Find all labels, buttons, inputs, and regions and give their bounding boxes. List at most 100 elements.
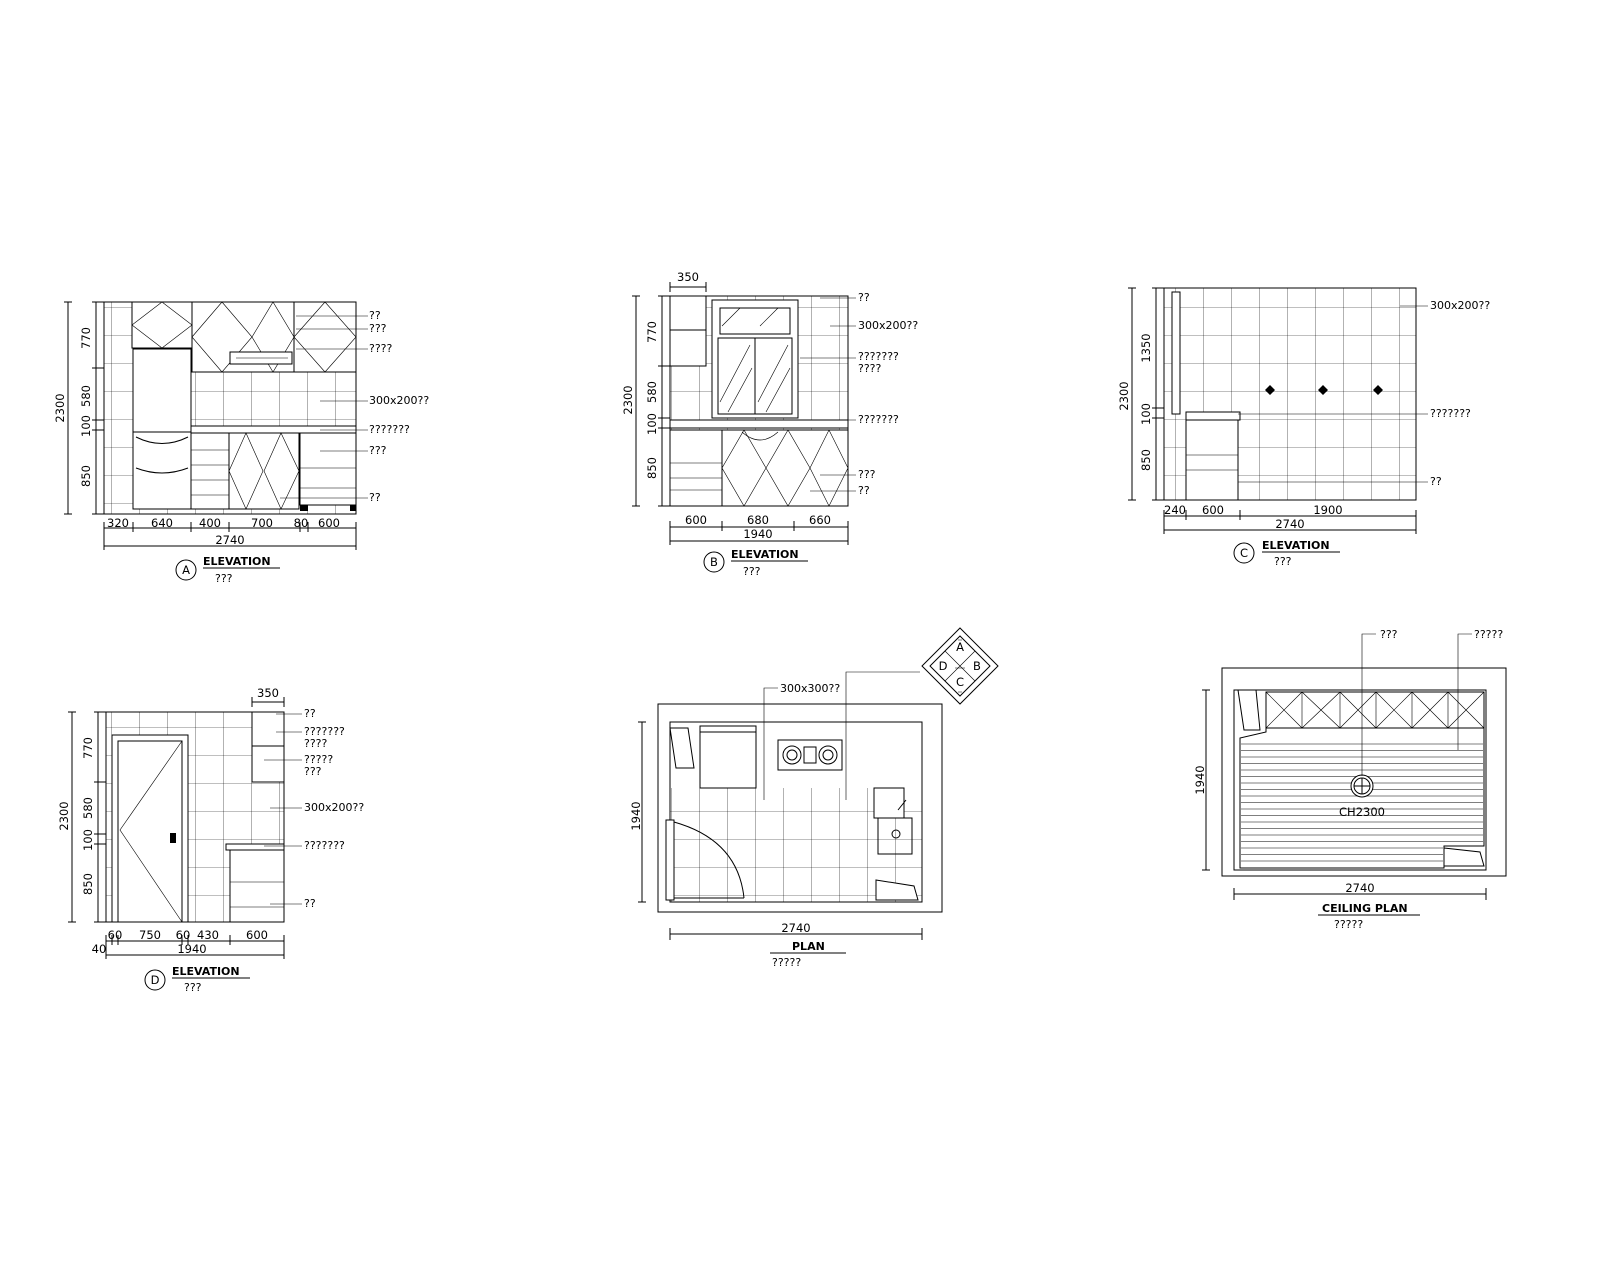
c-dim-240: 240 bbox=[1164, 503, 1186, 517]
c-dim-600: 600 bbox=[1202, 503, 1224, 517]
c-dim-1900: 1900 bbox=[1313, 503, 1342, 517]
a-dim-770: 770 bbox=[79, 327, 93, 349]
a-note-2: ??? bbox=[369, 322, 387, 335]
b-dim-1940: 1940 bbox=[743, 527, 772, 541]
c-marker-letter: C bbox=[1240, 546, 1248, 560]
a-dim-700: 700 bbox=[251, 516, 273, 530]
b-subtitle: ??? bbox=[743, 565, 761, 578]
a-marker-circle bbox=[175, 559, 197, 581]
d-dim-850: 850 bbox=[81, 873, 95, 895]
c-dim-100: 100 bbox=[1139, 403, 1153, 425]
d-dim-430: 430 bbox=[197, 928, 219, 942]
d-note-6: 300x200?? bbox=[304, 801, 364, 814]
b-title: ELEVATION bbox=[731, 548, 799, 561]
floor-plan: A B C D 300x300?? 1940 2740 PLAN ????? bbox=[629, 627, 999, 969]
d-dim-1940: 1940 bbox=[177, 942, 206, 956]
c-dim-2300: 2300 bbox=[1117, 381, 1131, 410]
b-dim-850: 850 bbox=[645, 457, 659, 479]
d-note-7: ??????? bbox=[304, 839, 345, 852]
a-marker-letter: A bbox=[182, 563, 190, 577]
b-dim-660: 660 bbox=[809, 513, 831, 527]
d-dim-750: 750 bbox=[139, 928, 161, 942]
a-dim-580: 580 bbox=[79, 385, 93, 407]
d-note-1: ?? bbox=[304, 707, 316, 720]
b-marker-circle bbox=[703, 551, 725, 573]
d-dim-100: 100 bbox=[81, 829, 95, 851]
ceiling-height-label: CH2300 bbox=[1339, 805, 1385, 819]
b-note-6: ??? bbox=[858, 468, 876, 481]
a-dim-2740: 2740 bbox=[215, 533, 244, 547]
a-note-5: ??????? bbox=[369, 423, 410, 436]
ceiling-note-2: ????? bbox=[1474, 628, 1503, 641]
c-note-3: ?? bbox=[1430, 475, 1442, 488]
b-note-5: ??????? bbox=[858, 413, 899, 426]
elevation-b: 770 580 100 850 2300 350 600 680 660 194… bbox=[621, 270, 918, 578]
b-note-3: ??????? bbox=[858, 350, 899, 363]
a-dim-100: 100 bbox=[79, 415, 93, 437]
a-dim-850: 850 bbox=[79, 465, 93, 487]
c-title: ELEVATION bbox=[1262, 539, 1330, 552]
a-title: ELEVATION bbox=[203, 555, 271, 568]
c-subtitle: ??? bbox=[1274, 555, 1292, 568]
b-note-1: ?? bbox=[858, 291, 870, 304]
ceiling-dim-1940: 1940 bbox=[1193, 765, 1207, 794]
d-marker-circle bbox=[144, 969, 166, 991]
compass-b: B bbox=[973, 659, 981, 673]
plan-title: PLAN bbox=[792, 940, 825, 953]
b-dim-2300: 2300 bbox=[621, 385, 635, 414]
c-note-2: ??????? bbox=[1430, 407, 1471, 420]
d-dim-40: 40 bbox=[92, 942, 107, 956]
c-marker-circle bbox=[1233, 542, 1255, 564]
c-dim-850: 850 bbox=[1139, 449, 1153, 471]
b-dim-770: 770 bbox=[645, 321, 659, 343]
elevation-c: 1350 100 850 2300 240 600 1900 2740 300x… bbox=[1117, 287, 1490, 568]
ceiling-plan: CH2300 ??? ????? 1940 2740 CEILING PLAN … bbox=[1193, 628, 1507, 931]
a-dim-80: 80 bbox=[294, 516, 309, 530]
compass-c: C bbox=[956, 675, 964, 689]
ceiling-dim-2740: 2740 bbox=[1345, 881, 1374, 895]
a-dim-640: 640 bbox=[151, 516, 173, 530]
d-dim-60a: 60 bbox=[108, 928, 123, 942]
plan-dim-1940: 1940 bbox=[629, 801, 643, 830]
a-dim-2300: 2300 bbox=[53, 393, 67, 422]
c-dim-1350: 1350 bbox=[1139, 333, 1153, 362]
d-dim-60b: 60 bbox=[176, 928, 191, 942]
plan-note: 300x300?? bbox=[780, 682, 840, 695]
d-title: ELEVATION bbox=[172, 965, 240, 978]
b-dim-580: 580 bbox=[645, 381, 659, 403]
b-dim-100: 100 bbox=[645, 413, 659, 435]
plan-dim-2740: 2740 bbox=[781, 921, 810, 935]
compass-a: A bbox=[956, 640, 964, 654]
a-note-3: ???? bbox=[369, 342, 393, 355]
a-note-4: 300x200?? bbox=[369, 394, 429, 407]
b-dim-600: 600 bbox=[685, 513, 707, 527]
d-note-8: ?? bbox=[304, 897, 316, 910]
d-dim-2300: 2300 bbox=[57, 801, 71, 830]
elevation-d: 770 580 100 850 2300 350 40 60 750 60 43… bbox=[57, 686, 364, 994]
c-dim-2740: 2740 bbox=[1275, 517, 1304, 531]
a-note-7: ?? bbox=[369, 491, 381, 504]
b-note-4: ???? bbox=[858, 362, 882, 375]
b-marker-letter: B bbox=[710, 555, 718, 569]
d-note-5: ??? bbox=[304, 765, 322, 778]
c-note-1: 300x200?? bbox=[1430, 299, 1490, 312]
a-note-6: ??? bbox=[369, 444, 387, 457]
ceiling-subtitle: ????? bbox=[1334, 918, 1363, 931]
a-dim-320: 320 bbox=[107, 516, 129, 530]
b-note-2: 300x200?? bbox=[858, 319, 918, 332]
compass-d: D bbox=[939, 659, 948, 673]
a-subtitle: ??? bbox=[215, 572, 233, 585]
d-note-4: ????? bbox=[304, 753, 333, 766]
ceiling-note-1: ??? bbox=[1380, 628, 1398, 641]
d-dim-580: 580 bbox=[81, 797, 95, 819]
a-dim-600: 600 bbox=[318, 516, 340, 530]
plan-subtitle: ????? bbox=[772, 956, 801, 969]
a-note-1: ?? bbox=[369, 309, 381, 322]
d-note-2: ??????? bbox=[304, 725, 345, 738]
b-dim-680: 680 bbox=[747, 513, 769, 527]
compass-icon bbox=[921, 627, 999, 705]
d-note-3: ???? bbox=[304, 737, 328, 750]
ceiling-title: CEILING PLAN bbox=[1322, 902, 1408, 915]
a-dim-400: 400 bbox=[199, 516, 221, 530]
